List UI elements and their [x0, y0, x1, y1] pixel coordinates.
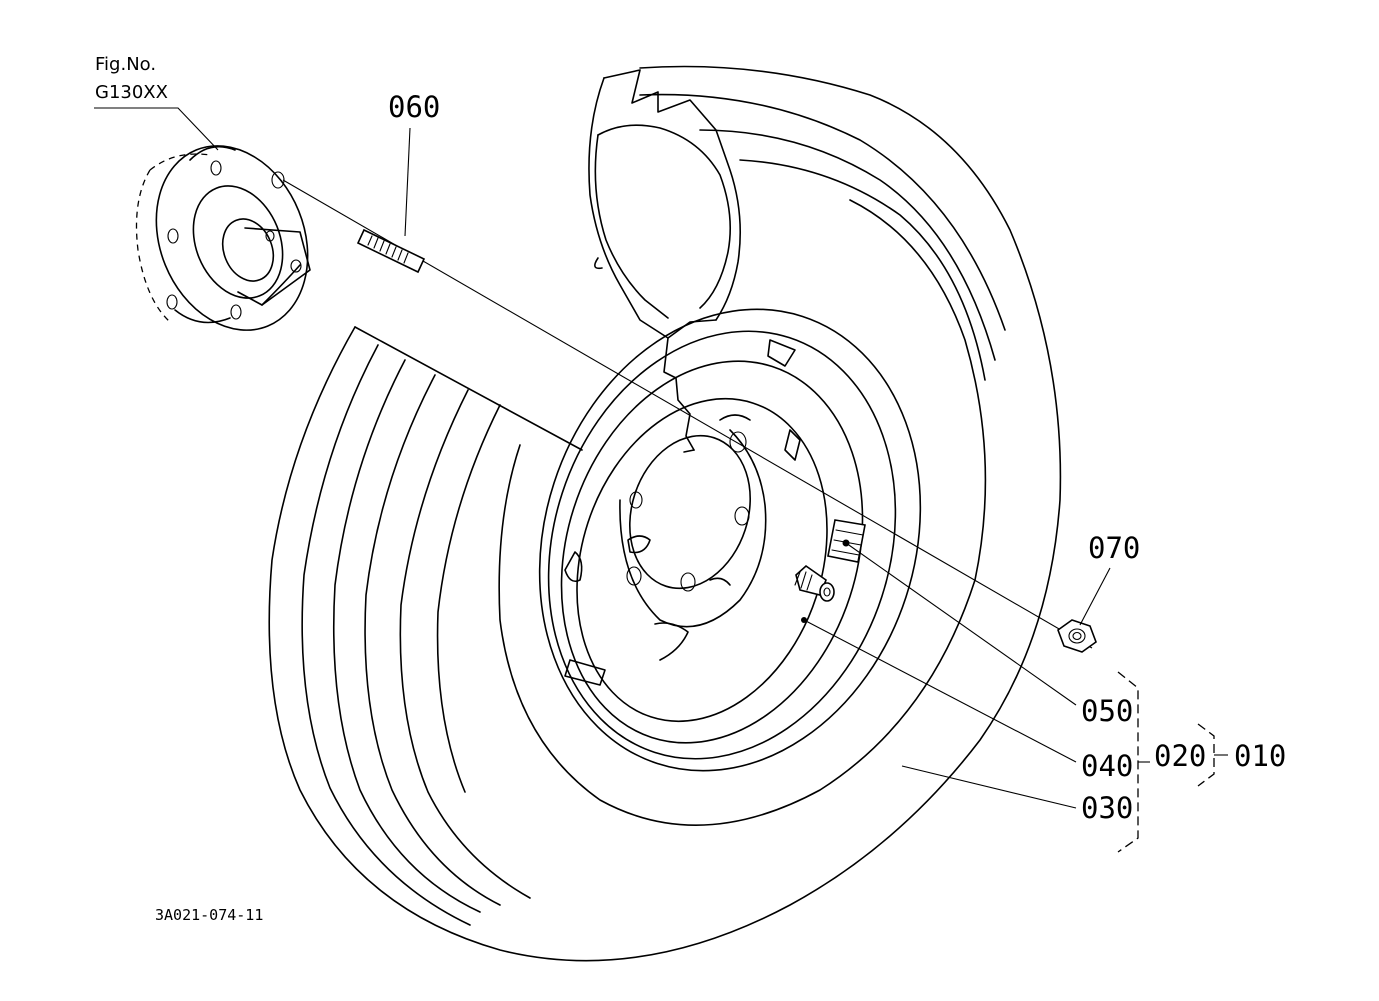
stud-part	[356, 228, 426, 274]
tire-leader	[901, 765, 1077, 809]
stud-leader	[404, 127, 411, 237]
nut-leader	[1079, 567, 1111, 626]
fig-no-value: G130XX	[95, 82, 168, 103]
rim-tape-leader	[845, 542, 1077, 706]
callout-070: 070	[1088, 531, 1140, 565]
fig-no-label: Fig.No.	[95, 54, 156, 75]
callout-020: 020	[1154, 739, 1206, 773]
callout-060: 060	[388, 90, 440, 124]
drawing-code: 3A021-074-11	[155, 906, 263, 924]
callout-040: 040	[1081, 749, 1133, 783]
callout-030: 030	[1081, 791, 1133, 825]
rim-part	[538, 308, 922, 772]
rim-tape-part	[827, 519, 866, 563]
valve-leader	[803, 619, 1077, 763]
callout-010: 010	[1234, 739, 1286, 773]
valve-part	[794, 564, 835, 623]
fig-no-leader	[94, 107, 219, 151]
tire-part	[268, 65, 1062, 962]
hub-part	[135, 145, 311, 331]
nut-part	[1057, 619, 1097, 653]
bracket-020	[1117, 671, 1139, 853]
callout-050: 050	[1081, 694, 1133, 728]
